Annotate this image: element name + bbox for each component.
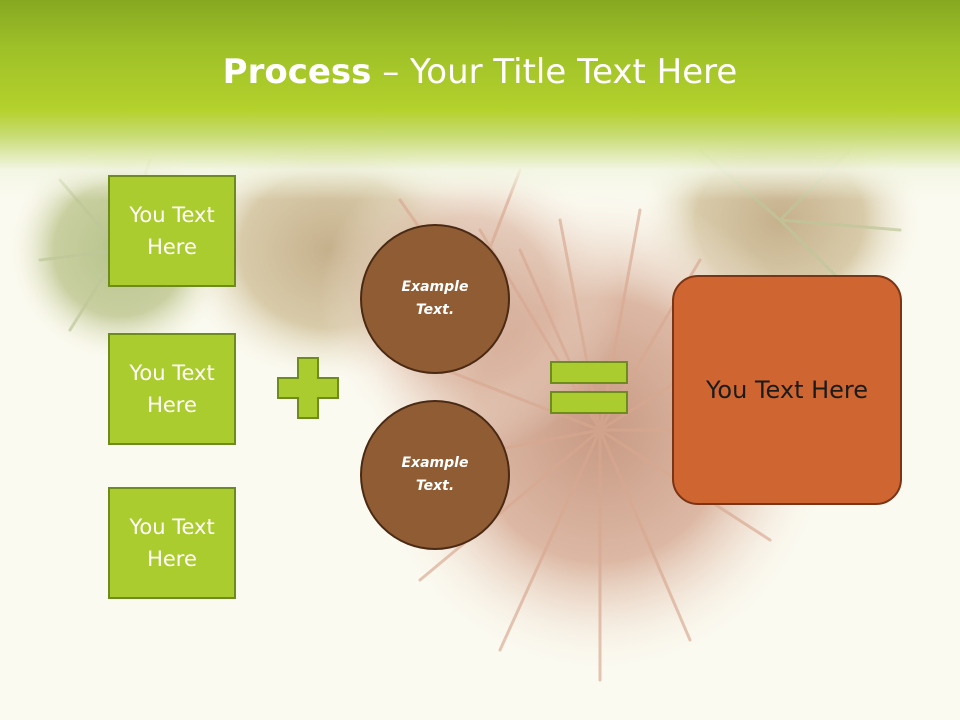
result-label: You Text Here [705,376,869,404]
input-box-label: You Text Here [129,203,215,259]
input-box-1: You Text Here [108,175,236,287]
example-circle-2: Example Text. [360,400,510,550]
input-box-label: You Text Here [129,361,215,417]
equals-icon [550,361,628,414]
title-dash: – [371,52,411,92]
example-circle-1: Example Text. [360,224,510,374]
input-box-label: You Text Here [129,515,215,571]
title-rest: Your Title Text Here [410,52,738,92]
plus-icon [277,357,339,419]
input-box-3: You Text Here [108,487,236,599]
input-box-2: You Text Here [108,333,236,445]
result-box: You Text Here [672,275,902,505]
title-bold: Process [222,52,372,92]
slide-title: Process – Your Title Text Here [0,52,960,92]
header-band [0,0,960,200]
example-circle-label: Example Text. [401,455,469,494]
example-circle-label: Example Text. [401,279,469,318]
